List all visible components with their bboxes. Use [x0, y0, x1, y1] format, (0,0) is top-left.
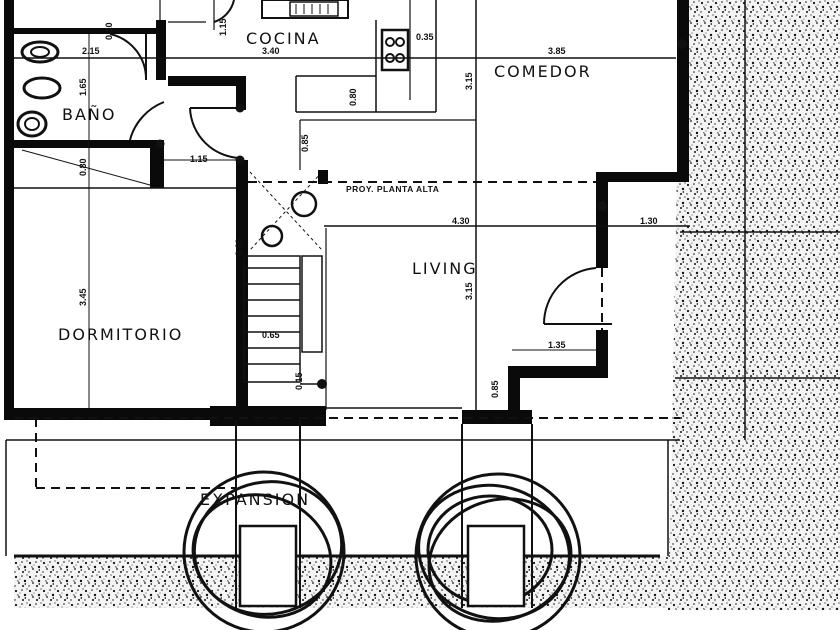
staircase — [243, 171, 327, 389]
upper-floor-projection — [14, 181, 680, 489]
dimension-label: 1.65 — [78, 78, 88, 96]
dimension-label: 0.35 — [416, 32, 434, 42]
dimension-label: 1.15 — [218, 18, 228, 36]
kitchen-sink-icon — [261, 0, 349, 19]
dimension-label: 0.60 — [234, 238, 244, 256]
interior-walls — [14, 20, 328, 426]
sink-icon — [16, 110, 48, 138]
dimension-label: 3.85 — [548, 46, 566, 56]
bidet-icon — [22, 76, 62, 100]
room-label-comedor: COMEDOR — [494, 62, 592, 81]
room-label-expansion: EXPANSION — [200, 490, 310, 509]
plant-box-right — [466, 524, 526, 608]
dimension-label: 0.10 — [104, 22, 114, 40]
toilet-icon — [20, 40, 60, 64]
upper-floor-note: PROY. PLANTA ALTA — [346, 184, 439, 194]
room-label-bano: BAÑO — [62, 105, 116, 124]
columns — [155, 39, 687, 211]
dimension-label: 1.35 — [548, 340, 566, 350]
dimension-label: 0.80 — [348, 88, 358, 106]
dimension-label: 3.45 — [78, 288, 88, 306]
dimension-label: 1.30 — [640, 216, 658, 226]
dimension-label: 0.65 — [262, 330, 280, 340]
interior-lines — [14, 0, 690, 410]
dimension-label: 0.15 — [294, 372, 304, 390]
door-swings — [109, 0, 612, 325]
garden-hatch-right — [668, 0, 840, 610]
dimension-label: 0.85 — [300, 134, 310, 152]
plant-box-left — [238, 524, 298, 608]
dimension-label: 3.40 — [262, 46, 280, 56]
room-label-living: LIVING — [412, 259, 478, 278]
expansion-slab — [5, 420, 680, 608]
room-label-cocina: COCINA — [246, 29, 321, 48]
dimension-label: 3.15 — [464, 72, 474, 90]
stove-icon — [380, 28, 410, 72]
dimension-label: 2.15 — [82, 46, 100, 56]
dimension-label: 1.15 — [190, 154, 208, 164]
dimension-label: 0.80 — [78, 158, 88, 176]
dimension-label: 0.85 — [490, 380, 500, 398]
room-label-dormitorio: DORMITORIO — [58, 325, 183, 344]
dimension-label: 4.30 — [452, 216, 470, 226]
dimension-label: 3.15 — [464, 282, 474, 300]
